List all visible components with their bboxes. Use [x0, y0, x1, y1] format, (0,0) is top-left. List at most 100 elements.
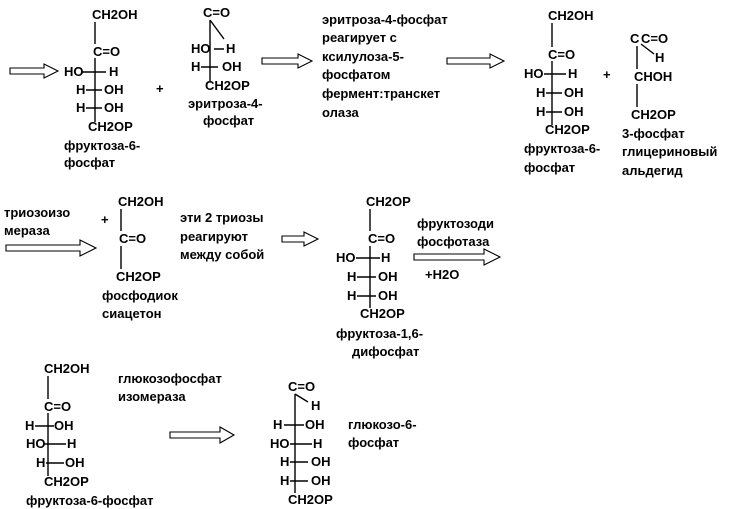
note-line: олаза [322, 105, 360, 120]
reaction-arrow-7 [169, 426, 236, 444]
molecule-dihydroxyacetone-phosphate: CH2OH C=O CH2OP фосфодиок сиацетон [102, 194, 178, 321]
group-h: H [568, 66, 577, 81]
group-carbonyl: C=O [44, 399, 71, 414]
group-oh: OH [222, 59, 242, 74]
label-fructose-6-phosphate: фруктоза-6- [524, 141, 600, 156]
group-oh: OH [311, 454, 331, 469]
label-fructose-bisphosphatase: фруктозоди [417, 216, 494, 231]
plus-sign: + [101, 212, 109, 227]
group-carbonyl: C=O [368, 231, 395, 246]
group-choh: CHOH [634, 69, 672, 84]
note-line: фермент:транскет [322, 86, 440, 101]
group-ch2op: CH2OP [205, 78, 250, 93]
group-h: H [226, 41, 235, 56]
label-fructose-1-6-bisphosphate: фруктоза-1,6- [336, 326, 423, 341]
carbon-chain-bonds [35, 376, 66, 476]
carbon-chain-bonds [201, 19, 225, 81]
group-ho: HO [26, 436, 46, 451]
group-ch2op: CH2OP [545, 122, 590, 137]
group-ho: HO [524, 66, 544, 81]
group-oh: OH [65, 455, 85, 470]
reaction-arrow-4 [5, 239, 98, 257]
group-h: H [76, 100, 85, 115]
molecule-glyceraldehyde-3-phosphate: C C=O H CHOH CH2OP 3-фосфат глицериновый… [622, 31, 717, 178]
label-fructose-6-phosphate: фосфат [524, 160, 575, 175]
group-ch2oh: CH2OH [548, 8, 594, 23]
group-h: H [109, 64, 118, 79]
group-oh: OH [54, 418, 74, 433]
molecule-glucose-6-phosphate: C=O H H OH HO H H OH H OH CH2OP глюкозо-… [270, 379, 417, 507]
group-h: H [347, 288, 356, 303]
label-fructose-6-phosphate: фосфат [64, 155, 115, 170]
group-h: H [25, 418, 34, 433]
group-h: H [67, 436, 76, 451]
group-ho: HO [191, 41, 211, 56]
group-oh: OH [378, 288, 398, 303]
molecule-fructose-6-phosphate-right: CH2OH C=O HO H H OH H OH CH2OP фруктоза-… [524, 8, 600, 175]
label-glucose-6-phosphate: фосфат [348, 435, 399, 450]
carbon-chain-bonds [284, 393, 312, 493]
group-oh: OH [104, 100, 124, 115]
group-h: H [191, 59, 200, 74]
label-triose-isomerase: мераза [4, 223, 50, 238]
group-ch2op: CH2OP [288, 492, 333, 507]
note-line: реагирует с [322, 30, 397, 45]
group-ch2oh: CH2OH [118, 194, 164, 209]
group-oh: OH [305, 417, 325, 432]
group-ho: HO [64, 64, 84, 79]
label-dihydroxyacetone-phosphate: фосфодиок [102, 288, 178, 303]
molecule-fructose-1-6-bisphosphate: CH2OP C=O HO H H OH H OH CH2OP фруктоза-… [336, 194, 423, 359]
group-carbonyl: C=O [119, 231, 146, 246]
group-ch2oh: CH2OH [44, 361, 90, 376]
molecule-fructose-6-phosphate-top: CH2OH C=O HO H H OH H OH CH2OP фруктоза-… [64, 7, 140, 170]
plus-sign: + [156, 81, 164, 96]
group-oh: OH [311, 473, 331, 488]
group-h: H [273, 417, 282, 432]
label-fructose-6-phosphate: фруктоза-6-фосфат [26, 493, 153, 508]
group-ch2op: CH2OP [366, 194, 411, 209]
group-carbonyl: C=O [641, 31, 668, 46]
label-erythrose-4-phosphate: эритроза-4- [188, 96, 263, 111]
group-carbonyl: C=O [288, 379, 315, 394]
group-ch2op: CH2OP [360, 306, 405, 321]
group-ch2op: CH2OP [116, 269, 161, 284]
group-ho: HO [270, 436, 290, 451]
label-plus-water: +H2O [425, 267, 459, 282]
label-triose-isomerase: триозоизо [4, 205, 70, 220]
transketolase-note: эритроза-4-фосфат реагирует с ксилулоза-… [322, 12, 448, 120]
label-trioses-react: реагируют [180, 229, 248, 244]
label-erythrose-4-phosphate: фосфат [203, 113, 254, 128]
label-trioses-react: между собой [180, 247, 264, 262]
carbon-chain-bonds [82, 22, 106, 122]
note-line: эритроза-4-фосфат [322, 12, 448, 27]
group-ch2oh: CH2OH [92, 7, 138, 22]
group-h: H [36, 455, 45, 470]
group-h: H [536, 104, 545, 119]
group-carbonyl: C=O [203, 5, 230, 20]
reaction-arrow-6 [413, 248, 502, 266]
group-oh: OH [564, 104, 584, 119]
group-h: H [76, 82, 85, 97]
reaction-arrow-2 [261, 53, 314, 69]
group-ch2op: CH2OP [44, 474, 89, 489]
group-carbonyl: C=O [548, 47, 575, 62]
label-trioses-react: эти 2 триозы [180, 210, 263, 225]
group-h: H [280, 454, 289, 469]
group-h: H [381, 250, 390, 265]
molecule-fructose-6-phosphate-bottom: CH2OH C=O H OH HO H H OH CH2OP фруктоза-… [25, 361, 153, 508]
note-line: ксилулоза-5- [322, 49, 404, 64]
group-oh: OH [564, 85, 584, 100]
note-line: фосфатом [322, 67, 390, 82]
carbon-chain-bonds [544, 23, 566, 125]
group-h: H [313, 436, 322, 451]
group-carbon: C [630, 31, 640, 46]
group-oh: OH [378, 269, 398, 284]
label-fructose-6-phosphate: фруктоза-6- [64, 138, 140, 153]
group-h: H [655, 50, 664, 65]
plus-sign: + [603, 67, 611, 82]
reaction-arrow-5 [281, 231, 320, 247]
label-3-phosphoglyceraldehyde: альдегид [622, 163, 683, 178]
carbon-chain-bonds [356, 209, 380, 308]
